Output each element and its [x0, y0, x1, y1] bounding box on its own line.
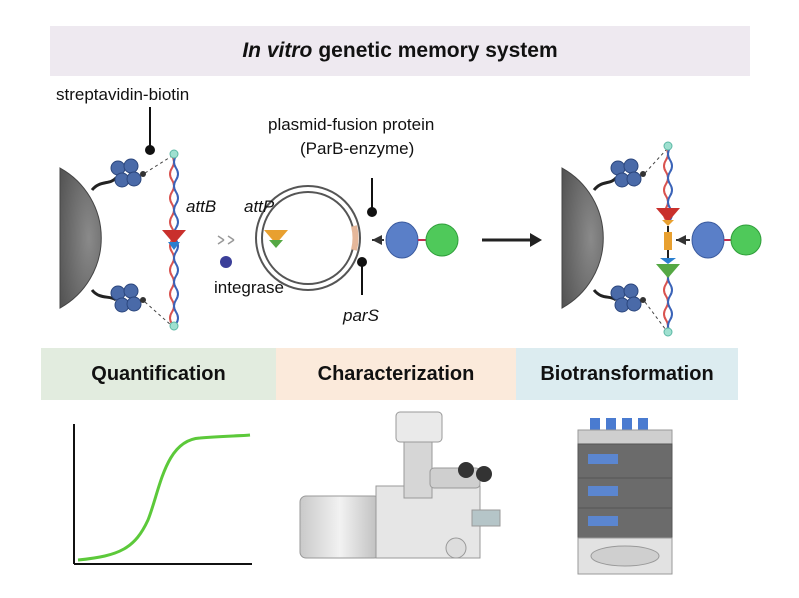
attB-site-icon [162, 230, 186, 244]
parb-protein-icon [372, 221, 419, 259]
plasmid-fusion-label: plasmid-fusion protein [268, 115, 435, 134]
panel-quantification-label: Quantification [91, 362, 226, 385]
integrase-label: integrase [214, 278, 284, 297]
title-banner: In vitro genetic memory system [50, 26, 750, 76]
parb-enzyme-label: (ParB-enzyme) [300, 139, 415, 158]
streptavidin-icon [110, 158, 142, 313]
title-italic: In vitro [242, 39, 313, 62]
panel-biotransformation-label: Biotransformation [540, 362, 714, 385]
left-bead-assembly [59, 149, 186, 331]
streptavidin-biotin-label: streptavidin-biotin [56, 85, 190, 104]
reaction-arrow-icon [482, 233, 542, 247]
attB-label: attB [186, 197, 217, 216]
title-text: genetic memory system [318, 39, 558, 62]
sigmoid-curve-icon [73, 424, 252, 565]
parS-label: parS [343, 306, 379, 325]
hplc-system-icon [577, 418, 673, 575]
attP-label: attP [244, 197, 275, 216]
enzyme-icon [425, 223, 459, 257]
plasmid-icon [255, 185, 361, 291]
panel-characterization-label: Characterization [317, 362, 475, 385]
attP-site-icon [264, 230, 288, 244]
bead-icon [59, 167, 102, 309]
panel-quantification: Quantification [41, 348, 276, 400]
panel-biotransformation: Biotransformation [516, 348, 738, 400]
right-bead-assembly [561, 141, 762, 337]
microscope-icon [299, 411, 501, 559]
panel-characterization: Characterization [276, 348, 516, 400]
integrase-icon [217, 235, 235, 268]
